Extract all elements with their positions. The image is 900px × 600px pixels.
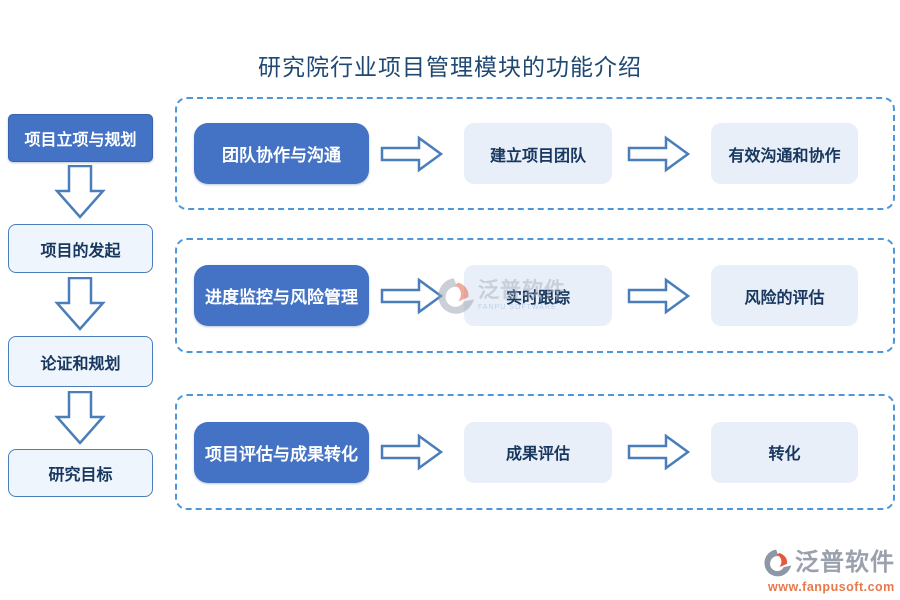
section-team-collaboration: 团队协作与沟通 建立项目团队 有效沟通和协作 (175, 97, 895, 210)
down-arrow-icon (54, 165, 106, 219)
right-arrow-icon (380, 433, 444, 471)
page-title: 研究院行业项目管理模块的功能介绍 (258, 55, 642, 80)
down-arrow-icon (54, 277, 106, 331)
flow-node-project-initiation-planning: 项目立项与规划 (8, 114, 153, 162)
section-header-progress-risk: 进度监控与风险管理 (194, 265, 369, 326)
step-results-evaluation: 成果评估 (464, 421, 612, 483)
step-build-project-team: 建立项目团队 (464, 123, 612, 184)
flow-node-argumentation-planning: 论证和规划 (8, 336, 153, 387)
right-arrow-icon (627, 277, 691, 314)
section-header-evaluation-transformation: 项目评估与成果转化 (194, 421, 369, 483)
step-realtime-tracking: 实时跟踪 (464, 265, 612, 326)
section-progress-risk: 进度监控与风险管理 实时跟踪 风险的评估 (175, 238, 895, 353)
footer-brand: 泛普软件 www.fanpusoft.com (762, 548, 895, 594)
right-arrow-icon (627, 135, 691, 172)
section-evaluation-transformation: 项目评估与成果转化 成果评估 转化 (175, 394, 895, 510)
step-transformation: 转化 (711, 421, 858, 483)
step-risk-assessment: 风险的评估 (711, 265, 858, 326)
section-header-team-collaboration: 团队协作与沟通 (194, 123, 369, 184)
down-arrow-icon (54, 391, 106, 445)
flow-node-research-goals: 研究目标 (8, 449, 153, 497)
footer-brand-text: 泛普软件 (795, 549, 895, 576)
right-arrow-icon (380, 277, 444, 314)
step-effective-communication: 有效沟通和协作 (711, 123, 858, 184)
footer-website-text: www.fanpusoft.com (768, 580, 895, 594)
flow-node-project-launch: 项目的发起 (8, 224, 153, 273)
right-arrow-icon (627, 433, 691, 471)
fanpu-logo-icon (764, 549, 792, 577)
right-arrow-icon (380, 135, 444, 172)
